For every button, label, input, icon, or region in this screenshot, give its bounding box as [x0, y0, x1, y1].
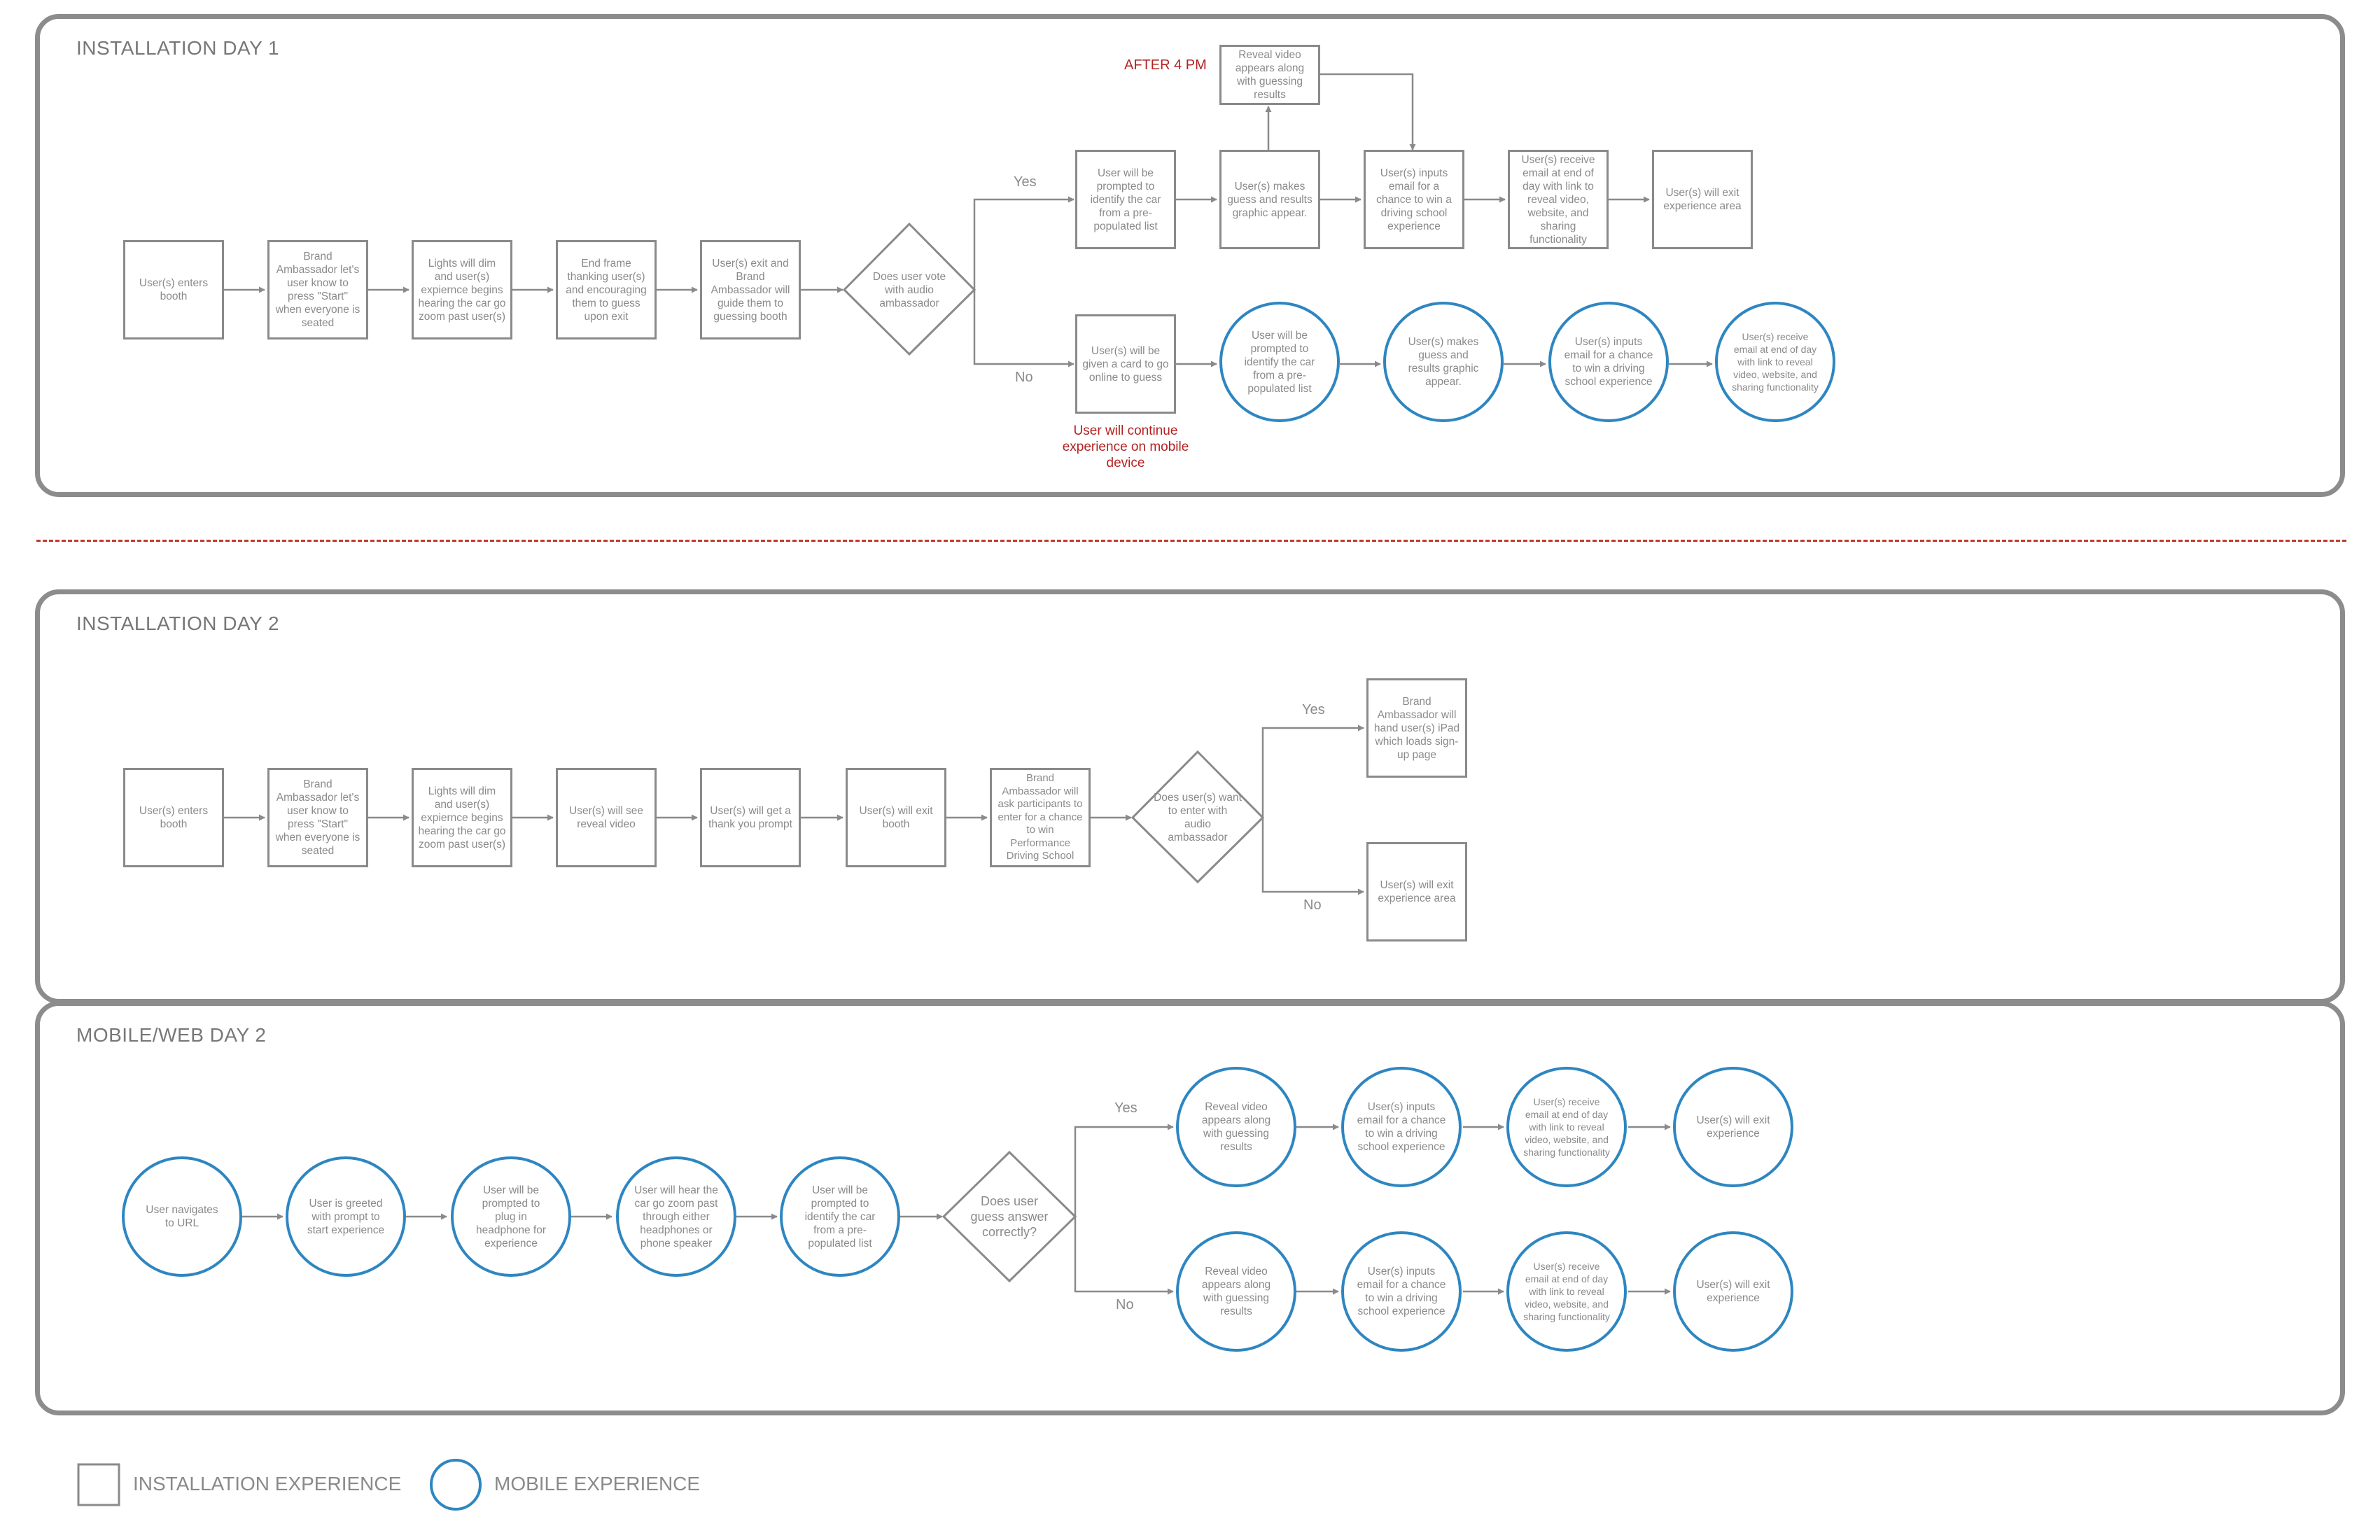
node-m-no-reveal: Reveal video appears along with guessing… — [1176, 1231, 1296, 1352]
node-d2-lights: Lights will dim and user(s) expiernce be… — [412, 768, 512, 867]
node-m-yes-reveal: Reveal video appears along with guessing… — [1176, 1067, 1296, 1187]
node-d1-mobile-guess: User(s) makes guess and results graphic … — [1383, 302, 1504, 422]
legend-square-icon — [77, 1463, 120, 1506]
branch-label-yes: Yes — [1014, 174, 1037, 190]
branch-label-yes: Yes — [1114, 1100, 1138, 1116]
legend-mobile-label: MOBILE EXPERIENCE — [494, 1473, 701, 1494]
connector-branch-yes — [1074, 1124, 1174, 1217]
node-m-identify: User will be prompted to identify the ca… — [780, 1156, 900, 1277]
node-d1-endframe: End frame thanking user(s) and encouragi… — [556, 240, 657, 340]
connector-branch-no — [973, 290, 1074, 368]
continue-mobile-note: User will continue experience on mobile … — [1062, 424, 1189, 470]
decision-label-correct: Does user guess answer correctly? — [970, 1194, 1049, 1239]
node-d2-ask: Brand Ambassador will ask participants t… — [990, 768, 1091, 867]
decision-diamond-correct — [941, 1150, 1077, 1283]
decision-diamond-enter — [1130, 750, 1265, 884]
node-d2-ipad: Brand Ambassador will hand user(s) iPad … — [1366, 678, 1467, 778]
connector-branch-yes — [1261, 724, 1364, 818]
legend-circle-icon — [430, 1459, 482, 1511]
connector-branch-no — [1261, 818, 1364, 895]
node-m-plug: User will be prompted to plug in headpho… — [451, 1156, 571, 1277]
branch-label-no: No — [1116, 1297, 1134, 1312]
node-d1-enter: User(s) enters booth — [123, 240, 224, 340]
node-m-hear: User will hear the car go zoom past thro… — [616, 1156, 736, 1277]
node-d2-enter: User(s) enters booth — [123, 768, 224, 867]
panel-title: MOBILE/WEB DAY 2 — [76, 1024, 267, 1046]
node-d1-ambassador: Brand Ambassador let's user know to pres… — [267, 240, 368, 340]
decision-diamond-vote — [842, 222, 976, 356]
decision-label-enter: Does user(s) want to enter with audio am… — [1154, 792, 1242, 844]
connector-branch-no — [1074, 1217, 1174, 1295]
node-m-yes-receive: User(s) receive email at end of day with… — [1506, 1067, 1627, 1187]
node-d1-mobile-identify: User will be prompted to identify the ca… — [1219, 302, 1340, 422]
node-m-url: User navigates to URL — [122, 1156, 242, 1277]
node-d1-mobile-email: User(s) inputs email for a chance to win… — [1548, 302, 1669, 422]
decision-label-vote: Does user vote with audio ambassador — [872, 270, 946, 309]
after-4pm-label: AFTER 4 PM — [1124, 57, 1207, 73]
node-d1-exit-guide: User(s) exit and Brand Ambassador will g… — [700, 240, 801, 340]
connector-arrow — [1320, 73, 1416, 150]
panel-title: INSTALLATION DAY 2 — [76, 612, 280, 634]
node-m-no-receive: User(s) receive email at end of day with… — [1506, 1231, 1627, 1352]
branch-label-no: No — [1303, 897, 1322, 913]
node-d1-card: User(s) will be given a card to go onlin… — [1075, 314, 1176, 414]
node-d2-thanks: User(s) will get a thank you prompt — [700, 768, 801, 867]
node-d1-identify: User will be prompted to identify the ca… — [1075, 150, 1176, 249]
panel-title: INSTALLATION DAY 1 — [76, 37, 280, 59]
node-m-no-exit: User(s) will exit experience — [1673, 1231, 1793, 1352]
connector-branch-yes — [973, 196, 1074, 290]
node-d2-ambassador: Brand Ambassador let's user know to pres… — [267, 768, 368, 867]
node-m-greet: User is greeted with prompt to start exp… — [286, 1156, 406, 1277]
legend-installation-label: INSTALLATION EXPERIENCE — [133, 1473, 402, 1494]
node-m-no-email: User(s) inputs email for a chance to win… — [1341, 1231, 1462, 1352]
node-d2-reveal: User(s) will see reveal video — [556, 768, 657, 867]
node-d1-mobile-receive: User(s) receive email at end of day with… — [1715, 302, 1835, 422]
section-divider — [36, 540, 2346, 542]
node-d1-guess: User(s) makes guess and results graphic … — [1219, 150, 1320, 249]
branch-label-no: No — [1015, 370, 1033, 385]
node-d1-exit-area: User(s) will exit experience area — [1652, 150, 1753, 249]
node-m-yes-email: User(s) inputs email for a chance to win… — [1341, 1067, 1462, 1187]
branch-label-yes: Yes — [1302, 702, 1325, 718]
node-d2-exit-area: User(s) will exit experience area — [1366, 842, 1467, 941]
node-d2-exit-booth: User(s) will exit booth — [846, 768, 946, 867]
node-d1-receive: User(s) receive email at end of day with… — [1508, 150, 1609, 249]
node-d1-reveal: Reveal video appears along with guessing… — [1219, 45, 1320, 105]
node-d1-lights: Lights will dim and user(s) expiernce be… — [412, 240, 512, 340]
node-m-yes-exit: User(s) will exit experience — [1673, 1067, 1793, 1187]
node-d1-email: User(s) inputs email for a chance to win… — [1364, 150, 1464, 249]
panel-mobile-web-day-2: MOBILE/WEB DAY 2 — [35, 1001, 2345, 1415]
